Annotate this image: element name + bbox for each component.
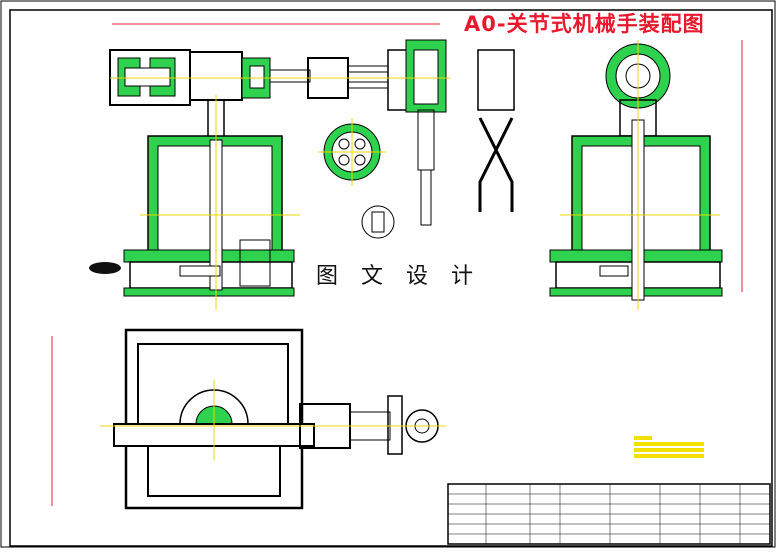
detail-view xyxy=(361,205,395,239)
watermark-text: 图 文 设 计 xyxy=(316,264,481,289)
gripper-view xyxy=(477,49,515,212)
front-view xyxy=(89,23,450,310)
title-block xyxy=(447,483,771,545)
technical-notes xyxy=(634,436,704,460)
side-view xyxy=(549,40,743,310)
flange-view xyxy=(318,118,386,186)
inner-border xyxy=(9,9,773,547)
top-view xyxy=(51,328,446,510)
drawing-title: A0-关节式机械手装配图 xyxy=(464,12,705,36)
